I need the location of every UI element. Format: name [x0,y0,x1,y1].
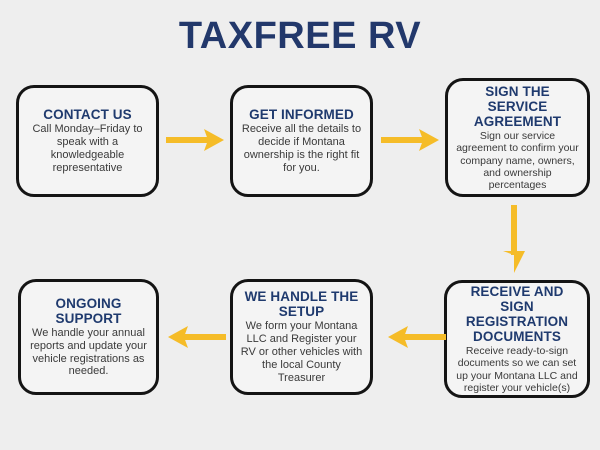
arrow-down-icon [500,205,528,275]
arrow-right-icon [166,128,226,152]
arrow-left-icon [386,325,446,349]
flow-node-get-informed[interactable]: GET INFORMED Receive all the details to … [230,85,373,197]
flow-node-sign-the-service-agreement[interactable]: SIGN THE SERVICE AGREEMENT Sign our serv… [445,78,590,197]
flow-node-receive-and-sign-registration-documents[interactable]: RECEIVE AND SIGN REGISTRATION DOCUMENTS … [444,280,590,398]
flow-node-body: Receive all the details to decide if Mon… [241,123,362,174]
flow-node-we-handle-the-setup[interactable]: WE HANDLE THE SETUP We form your Montana… [230,279,373,395]
flow-node-title: RECEIVE AND SIGN REGISTRATION DOCUMENTS [465,283,569,345]
flow-node-title: ONGOING SUPPORT [55,295,122,326]
flow-node-body: Sign our service agreement to confirm yo… [456,129,579,192]
arrow-right-icon [381,128,441,152]
flow-node-ongoing-support[interactable]: ONGOING SUPPORT We handle your annual re… [18,279,159,395]
page-title: TAXFREE RV [178,15,422,57]
flow-node-body: We handle your annual reports and update… [30,326,147,378]
flow-node-title: SIGN THE SERVICE AGREEMENT [473,83,562,129]
flow-node-body: We form your Montana LLC and Register yo… [240,320,363,384]
flow-node-title: GET INFORMED [249,107,354,123]
flow-node-body: Receive ready-to-sign documents so we ca… [456,345,578,394]
flow-node-contact-us[interactable]: CONTACT US Call Monday–Friday to speak w… [16,85,159,197]
flow-node-title: CONTACT US [43,107,132,123]
flow-node-body: Call Monday–Friday to speak with a knowl… [32,123,143,174]
arrow-left-icon [166,325,226,349]
flow-node-title: WE HANDLE THE SETUP [244,289,359,320]
